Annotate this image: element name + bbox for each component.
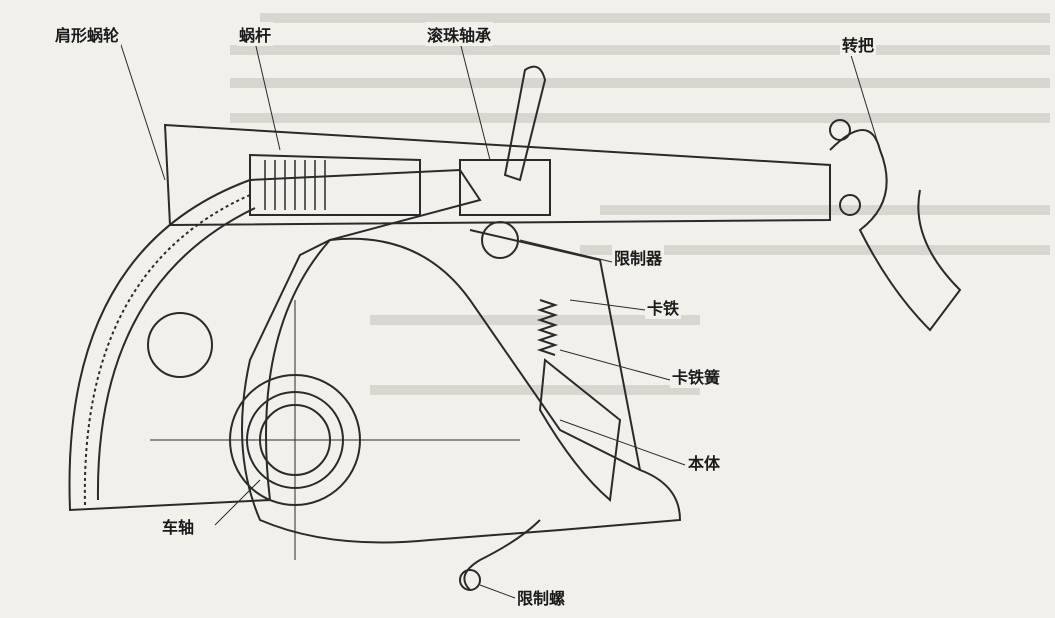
label-limit-screw: 限制螺: [515, 585, 568, 609]
limiter-arm: [469, 229, 641, 471]
label-handle: 转把: [840, 32, 877, 56]
label-latch: 卡铁: [645, 295, 682, 319]
label-latch-spring: 卡铁簧: [670, 364, 723, 388]
label-body: 本体: [686, 450, 723, 474]
label-worm: 蜗杆: [237, 22, 274, 46]
background-text-bleed: [230, 13, 1050, 395]
latch-spring: [536, 299, 559, 356]
label-ball-bearing: 滚珠轴承: [425, 22, 494, 46]
body-outline: [241, 237, 682, 544]
label-shoulder-worm-wheel: 肩形蜗轮: [53, 22, 122, 46]
worm-wheel-outline: [68, 168, 482, 512]
limit-screw-cable: [463, 519, 541, 591]
handle-shape: [829, 129, 962, 332]
worm-housing: [163, 123, 831, 227]
label-limiter: 限制器: [612, 245, 665, 269]
label-axle: 车轴: [160, 514, 197, 538]
